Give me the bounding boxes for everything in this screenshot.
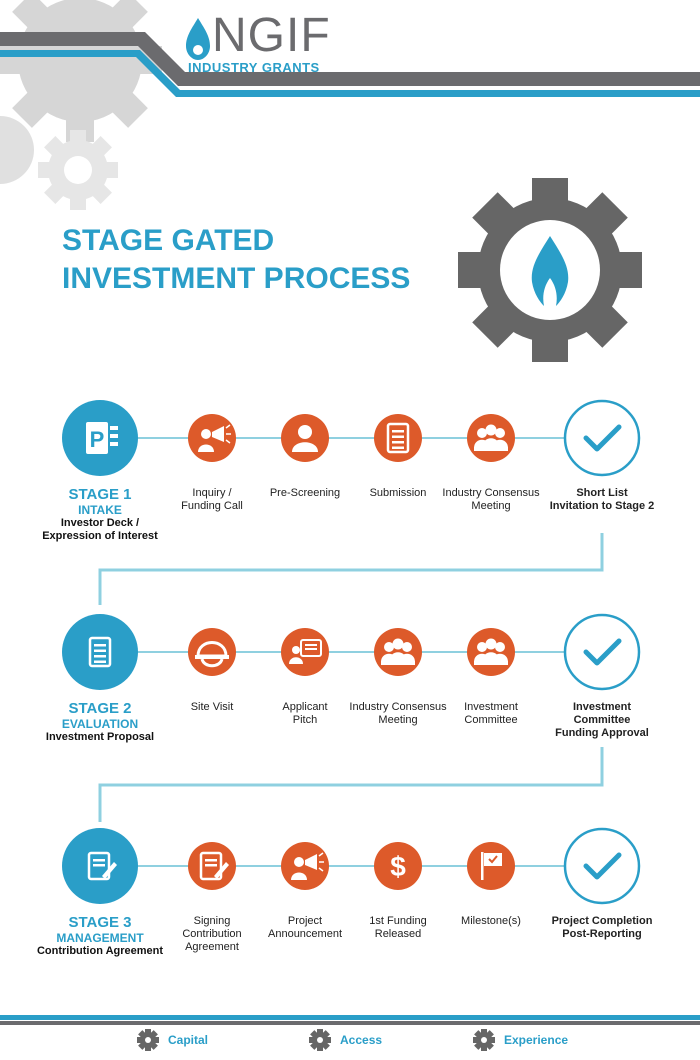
footer-stripe-gray — [0, 1021, 700, 1025]
stage-1-circle: P — [62, 400, 138, 476]
outcome-check-circle — [563, 827, 641, 905]
step-circle — [188, 414, 236, 462]
step-circle — [467, 414, 515, 462]
outcome-check-circle — [563, 613, 641, 691]
svg-text:P: P — [90, 427, 105, 452]
group-icon — [381, 638, 415, 665]
dollar-icon: $ — [390, 851, 406, 882]
person-icon — [292, 425, 318, 452]
step-circle — [188, 842, 236, 890]
document-icon — [88, 636, 112, 668]
connector-row2-row3 — [98, 747, 604, 822]
step-circle — [467, 628, 515, 676]
main-gear-icon — [458, 178, 642, 362]
step-circle — [374, 628, 422, 676]
step-label: Inquiry /Funding Call — [181, 487, 243, 512]
footer-item-experience: Experience — [504, 1033, 569, 1047]
footer-gear-experience-icon — [473, 1029, 495, 1051]
stage-subtitle: INTAKE — [78, 503, 122, 517]
decorative-gear-large-icon — [0, 0, 162, 142]
logo-text: NGIF — [212, 9, 331, 62]
step-label: Milestone(s) — [461, 915, 521, 927]
signing-icon — [87, 851, 117, 881]
stage-title: STAGE 3 — [68, 914, 132, 931]
step-label: Pre-Screening — [269, 487, 341, 499]
step-label: Submission — [369, 487, 427, 499]
logo-flame-icon — [186, 18, 210, 60]
stage-title: STAGE 1 — [68, 486, 132, 503]
footer-gear-capital-icon — [137, 1029, 159, 1051]
group-icon — [474, 424, 508, 451]
footer-item-access: Access — [340, 1033, 383, 1047]
stage-3-circle — [62, 828, 138, 904]
decorative-gear-small-icon — [38, 130, 118, 210]
step-circle: $ — [374, 842, 422, 890]
check-icon — [583, 852, 622, 880]
stage-document: Contribution Agreement — [36, 945, 164, 957]
step-label: Site Visit — [190, 701, 234, 713]
signing-icon — [199, 851, 229, 881]
step-circle — [374, 414, 422, 462]
step-circle — [188, 628, 236, 676]
powerpoint-icon: P — [86, 422, 118, 454]
megaphone-icon — [198, 424, 231, 452]
check-icon — [583, 424, 622, 452]
outcome-check-circle — [563, 399, 641, 477]
header-stripe-blue — [0, 50, 700, 97]
presentation-icon — [289, 639, 322, 664]
svg-text:$: $ — [390, 851, 406, 882]
document-icon — [386, 422, 410, 454]
step-circle — [281, 842, 329, 890]
step-circle — [467, 842, 515, 890]
page-title-line1: STAGE GATED — [62, 224, 275, 257]
flag-icon — [481, 852, 502, 880]
stage-title: STAGE 2 — [68, 700, 132, 717]
connector-row1-row2 — [98, 533, 604, 605]
group-icon — [474, 638, 508, 665]
logo-subtitle: INDUSTRY GRANTS — [188, 60, 320, 75]
step-circle — [281, 628, 329, 676]
footer-stripe-blue — [0, 1015, 700, 1020]
decorative-gear-edge-icon — [0, 116, 34, 184]
stage-document: Investment Proposal — [45, 731, 155, 743]
page-title-line2: INVESTMENT PROCESS — [62, 262, 411, 295]
stage-document: Investor Deck /Expression of Interest — [42, 517, 158, 542]
stage-subtitle: MANAGEMENT — [56, 931, 144, 945]
footer-item-capital: Capital — [168, 1033, 209, 1047]
megaphone-icon — [291, 852, 324, 880]
footer-gear-access-icon — [309, 1029, 331, 1051]
hardhat-icon — [195, 641, 229, 668]
stage-2-circle — [62, 614, 138, 690]
step-circle — [281, 414, 329, 462]
header-stripe-gray — [0, 32, 700, 86]
stage-subtitle: EVALUATION — [61, 717, 139, 731]
check-icon — [583, 638, 622, 666]
